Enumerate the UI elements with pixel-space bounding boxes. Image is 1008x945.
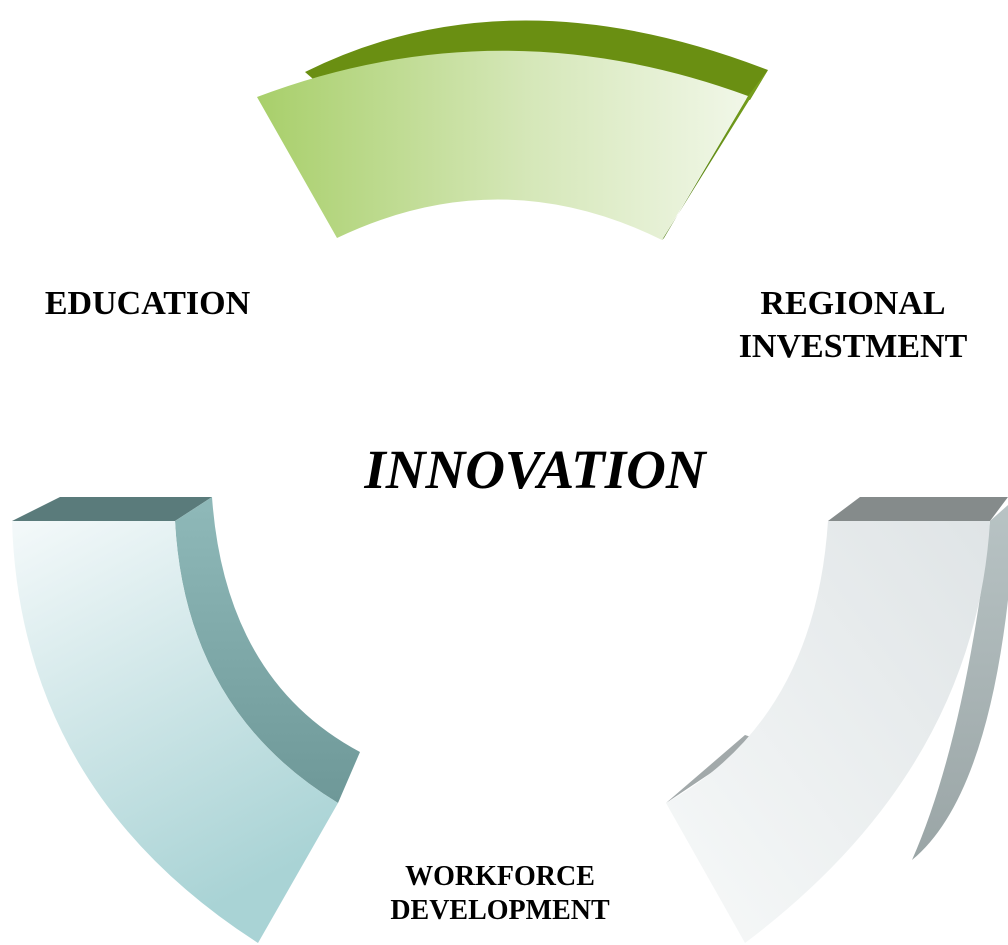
- segment-right-face: [666, 521, 990, 943]
- segment-left: [12, 497, 360, 943]
- segment-top-face: [257, 50, 748, 241]
- segment-right: [666, 497, 1008, 943]
- segment-right-top: [828, 497, 1008, 521]
- center-label: INNOVATION: [364, 439, 706, 500]
- segment-left-face: [12, 521, 338, 943]
- node-label-line: WORKFORCE: [405, 861, 595, 892]
- segment-left-side: [175, 497, 360, 803]
- node-label-line: EDUCATION: [44, 285, 251, 322]
- node-label-line: DEVELOPMENT: [390, 895, 610, 927]
- segment-top: [257, 20, 768, 241]
- node-label-workforce-development: WORKFORCE DEVELOPMENT: [380, 860, 620, 928]
- node-label-education: EDUCATION: [30, 283, 265, 326]
- segment-left-top: [12, 497, 212, 521]
- node-label-line: REGIONAL: [760, 285, 946, 322]
- node-label-regional-investment: REGIONAL INVESTMENT: [722, 283, 984, 368]
- segment-right-side: [912, 505, 1008, 860]
- node-label-line: INVESTMENT: [738, 327, 968, 365]
- segment-top-side: [662, 70, 768, 240]
